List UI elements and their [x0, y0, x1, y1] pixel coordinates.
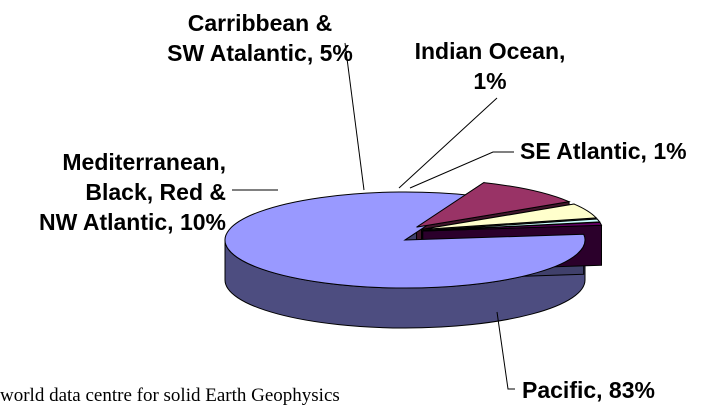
label-carribbean: Carribbean & SW Atalantic, 5%: [140, 8, 380, 68]
leader-pacific: [496, 311, 515, 390]
leader-se-atlantic: [409, 151, 514, 189]
label-se-atlantic-line1: SE Atlantic, 1%: [520, 138, 687, 164]
label-mediterranean-line1: Mediterranean,: [62, 149, 226, 175]
leader-lines: [232, 42, 515, 390]
label-pacific-line1: Pacific, 83%: [522, 377, 655, 403]
label-carribbean-line1: Carribbean &: [187, 10, 333, 36]
label-indian-ocean-line2: 1%: [473, 68, 507, 94]
source-text: world data centre for solid Earth Geophy…: [0, 385, 340, 406]
label-se-atlantic: SE Atlantic, 1%: [520, 136, 687, 166]
label-carribbean-line2: SW Atalantic, 5%: [167, 40, 353, 66]
label-indian-ocean: Indian Ocean, 1%: [390, 36, 590, 96]
pie-tops: [224, 182, 603, 289]
slice-pacific: [224, 191, 586, 289]
label-mediterranean-line2: Black, Red &: [85, 179, 226, 205]
slice-mediterranean: [416, 182, 571, 228]
leader-indian-ocean: [398, 97, 498, 189]
slice-carribbean: [421, 203, 598, 231]
label-pacific: Pacific, 83%: [522, 375, 655, 405]
label-mediterranean-line3: NW Atlantic, 10%: [38, 209, 226, 235]
leader-carribbean: [344, 42, 365, 191]
label-indian-ocean-line1: Indian Ocean,: [414, 38, 566, 64]
slice-se-atlantic: [422, 221, 603, 232]
label-mediterranean: Mediterranean, Black, Red & NW Atlantic,…: [39, 147, 226, 237]
